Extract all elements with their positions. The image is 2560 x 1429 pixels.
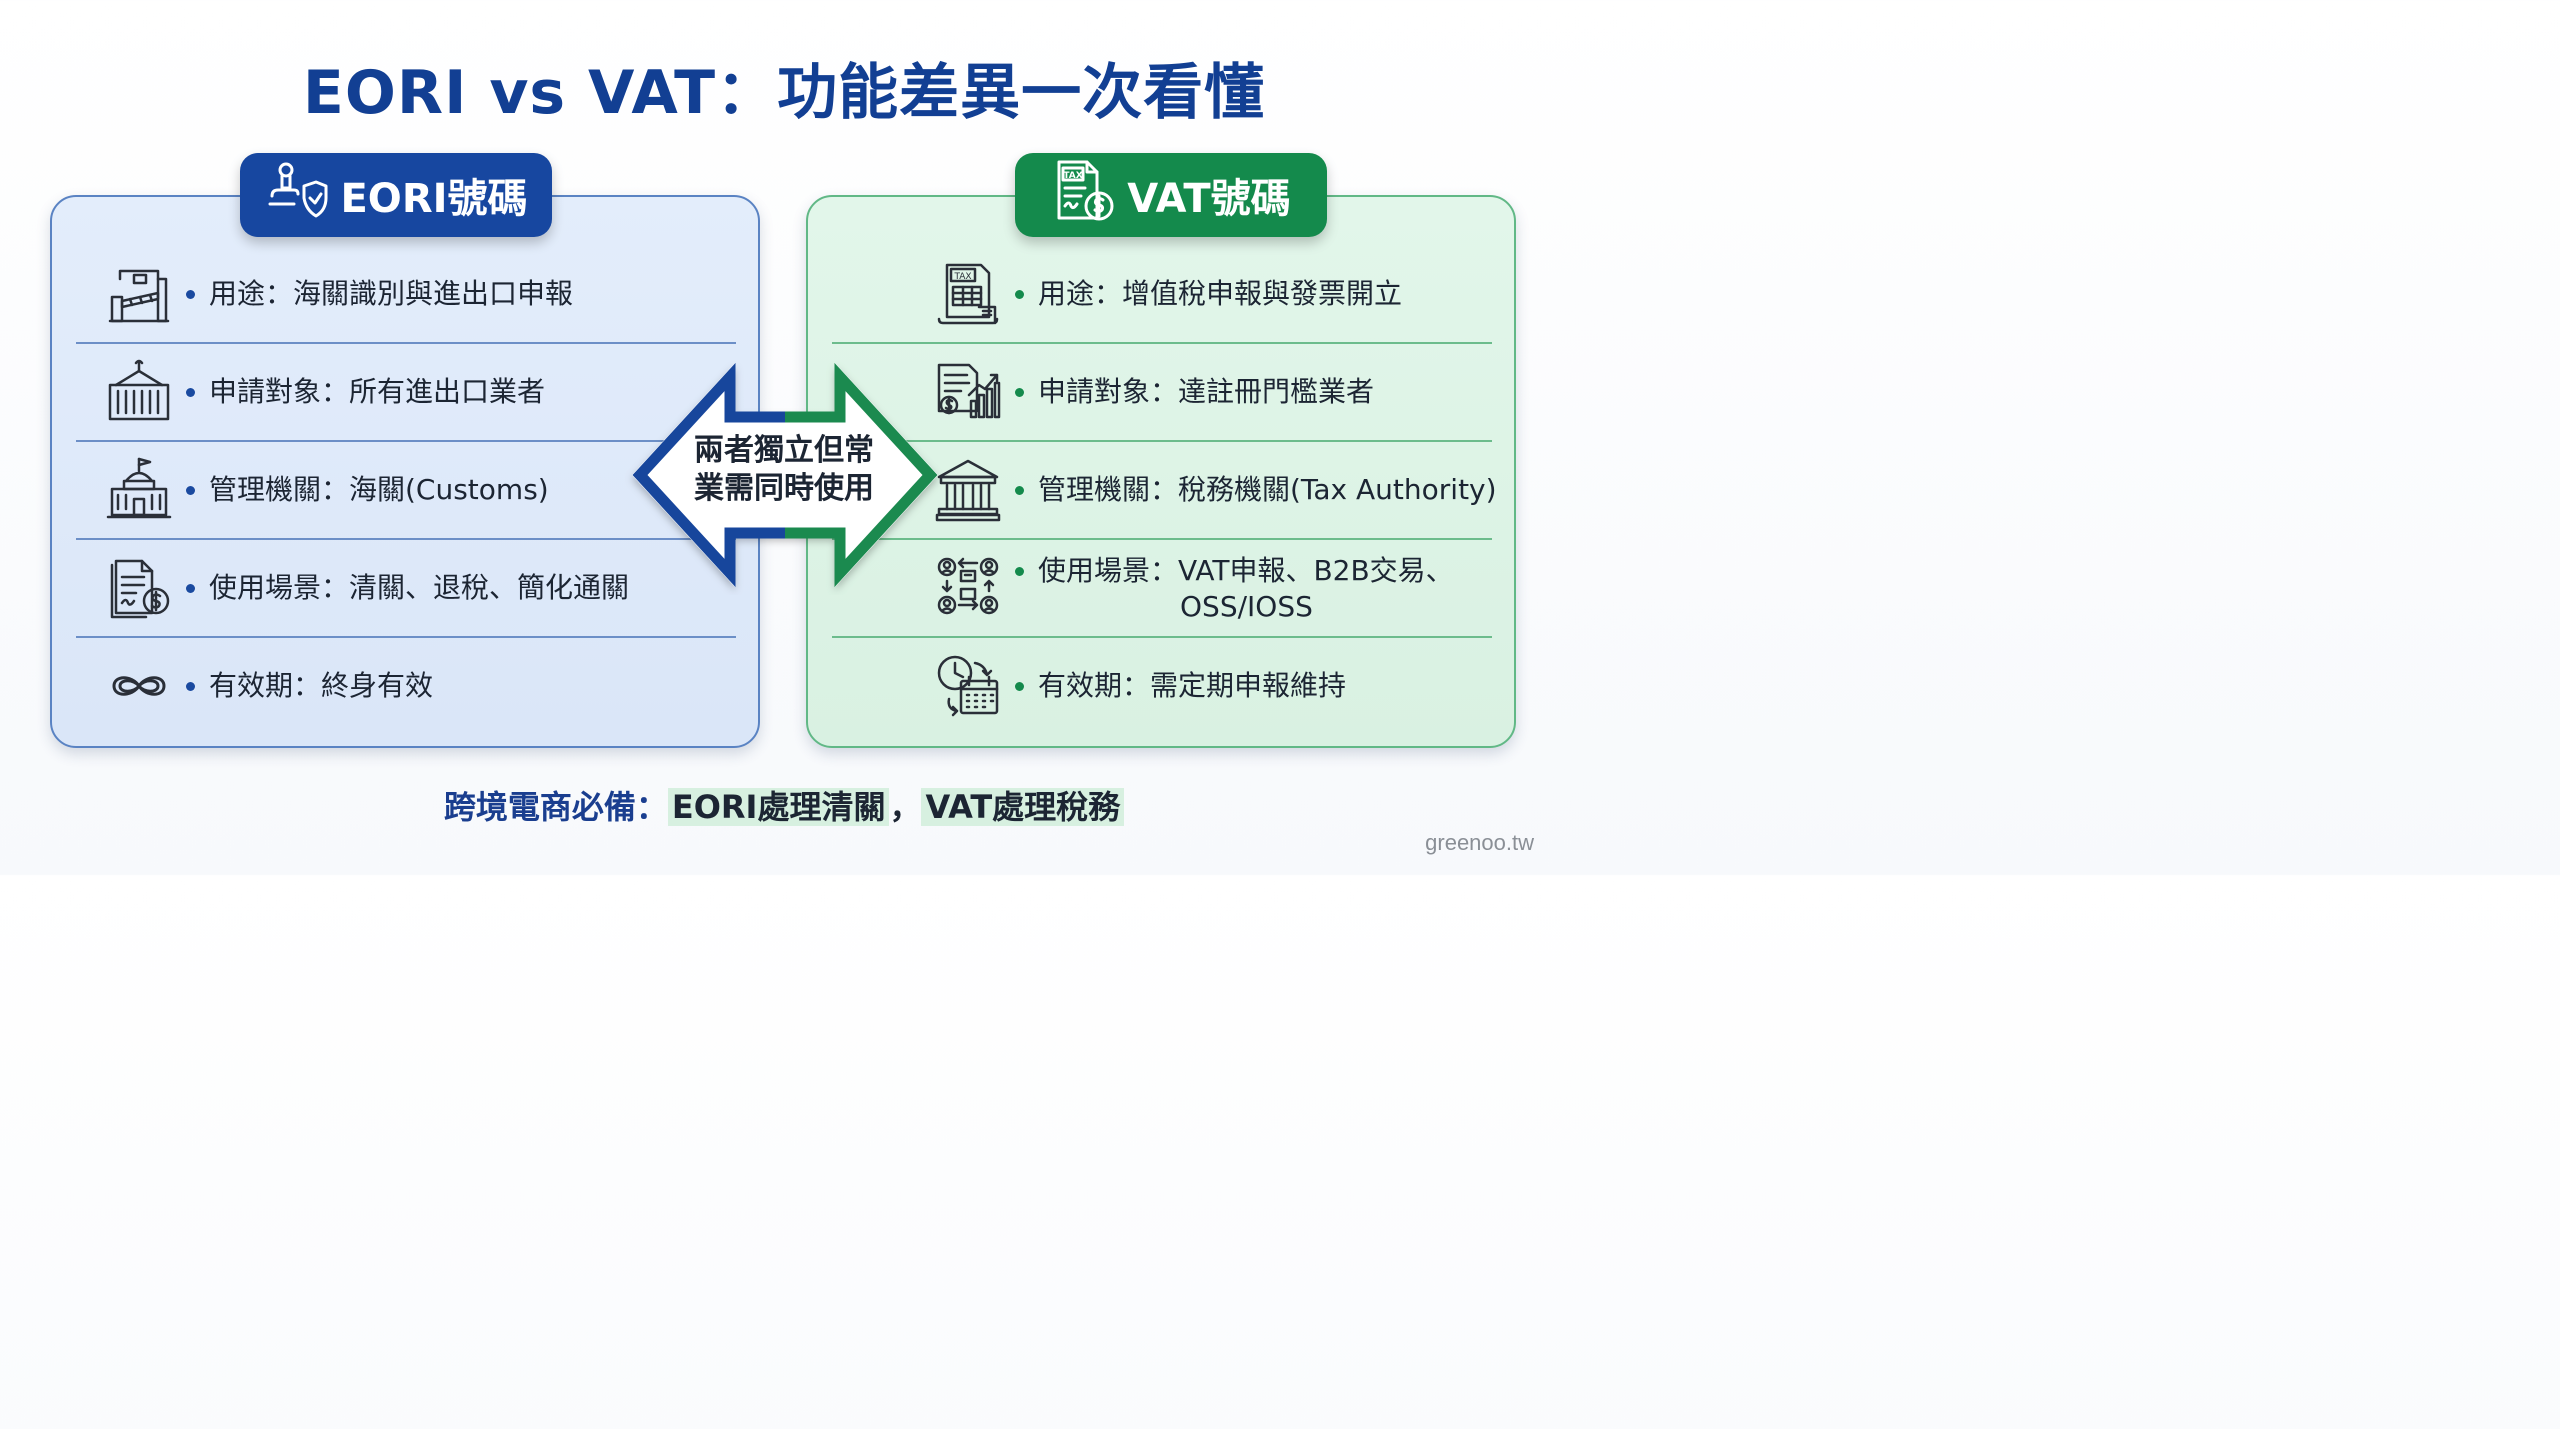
document-dollar-icon	[106, 555, 172, 621]
watermark: greenoo.tw	[1425, 830, 1534, 855]
tax-document-icon: TAX	[1051, 158, 1115, 232]
bank-building-icon	[935, 457, 1001, 523]
eori-authority-text: 管理機關：海關(Customs)	[209, 473, 549, 506]
bullet	[1015, 567, 1024, 576]
divider	[832, 342, 1492, 344]
center-note-line1: 兩者獨立但常	[694, 433, 874, 468]
svg-text:TAX: TAX	[953, 272, 971, 282]
vat-usage-text-block: 使用場景：VAT申報、B2B交易、 OSS/IOSS	[1038, 553, 1454, 625]
eori-purpose-text: 用途：海關識別與進出口申報	[209, 277, 574, 310]
government-building-icon	[106, 457, 172, 523]
tax-receipt-icon: TAX	[935, 261, 1001, 327]
divider	[76, 538, 736, 540]
eori-usage-text: 使用場景：清關、退稅、簡化通關	[209, 571, 630, 604]
page-title: EORI vs VAT：功能差異一次看懂	[302, 58, 1266, 128]
bullet	[1015, 289, 1024, 299]
bullet	[186, 681, 195, 691]
eori-row-usage: 使用場景：清關、退稅、簡化通關	[106, 539, 629, 637]
eori-row-purpose: 用途：海關識別與進出口申報	[106, 245, 573, 343]
vat-row-purpose: TAX 用途：增值稅申報與發票開立	[935, 245, 1402, 343]
infinity-icon	[106, 653, 172, 719]
center-note-line2: 業需同時使用	[694, 471, 874, 506]
bullet	[1015, 387, 1024, 397]
clock-calendar-icon	[935, 653, 1001, 719]
footer-prefix: 跨境電商必備：	[443, 788, 668, 826]
vat-row-validity: 有效期：需定期申報維持	[935, 637, 1346, 735]
footer-separator: ，	[889, 788, 922, 826]
divider	[832, 538, 1492, 540]
divider	[832, 636, 1492, 638]
divider	[76, 440, 736, 442]
bullet	[186, 583, 195, 593]
eori-row-applicant: 申請對象：所有進出口業者	[106, 343, 545, 441]
report-chart-icon	[935, 359, 1001, 425]
cargo-container-icon	[106, 359, 172, 425]
divider	[76, 636, 736, 638]
vat-row-usage: 使用場景：VAT申報、B2B交易、 OSS/IOSS	[935, 539, 1454, 637]
vat-header: TAX VAT號碼	[1015, 153, 1327, 237]
vat-usage-text: 使用場景：VAT申報、B2B交易、	[1038, 554, 1454, 587]
vat-row-applicant: 申請對象：達註冊門檻業者	[935, 343, 1374, 441]
eori-validity-text: 有效期：終身有效	[209, 669, 434, 702]
eori-header: EORI號碼	[240, 153, 552, 237]
center-note: 兩者獨立但常 業需同時使用	[664, 432, 904, 508]
bullet	[1015, 681, 1024, 691]
b2b-exchange-icon	[935, 553, 1001, 619]
vat-purpose-text: 用途：增值稅申報與發票開立	[1038, 277, 1403, 310]
double-arrow-icon	[632, 362, 938, 588]
vat-usage-text-line2: OSS/IOSS	[1180, 590, 1313, 623]
eori-row-validity: 有效期：終身有效	[106, 637, 433, 735]
footer-summary: 跨境電商必備：EORI處理清關，VAT處理稅務	[0, 782, 1568, 828]
bullet	[1015, 485, 1024, 495]
divider	[76, 342, 736, 344]
footer-eori-part: EORI處理清關	[667, 788, 890, 826]
vat-header-label: VAT號碼	[1127, 176, 1291, 222]
bullet	[186, 289, 195, 299]
svg-text:TAX: TAX	[1064, 171, 1083, 181]
vat-applicant-text: 申請對象：達註冊門檻業者	[1038, 375, 1375, 408]
eori-applicant-text: 申請對象：所有進出口業者	[209, 375, 546, 408]
customs-gate-icon	[106, 261, 172, 327]
bullet	[186, 387, 195, 397]
bullet	[186, 485, 195, 495]
footer-vat-part: VAT處理稅務	[921, 788, 1125, 826]
vat-authority-text: 管理機關：稅務機關(Tax Authority)	[1038, 473, 1497, 506]
vat-validity-text: 有效期：需定期申報維持	[1038, 669, 1347, 702]
vat-row-authority: 管理機關：稅務機關(Tax Authority)	[935, 441, 1497, 539]
stamp-shield-icon	[264, 158, 328, 232]
divider	[832, 440, 1492, 442]
eori-header-label: EORI號碼	[340, 176, 528, 222]
eori-row-authority: 管理機關：海關(Customs)	[106, 441, 549, 539]
